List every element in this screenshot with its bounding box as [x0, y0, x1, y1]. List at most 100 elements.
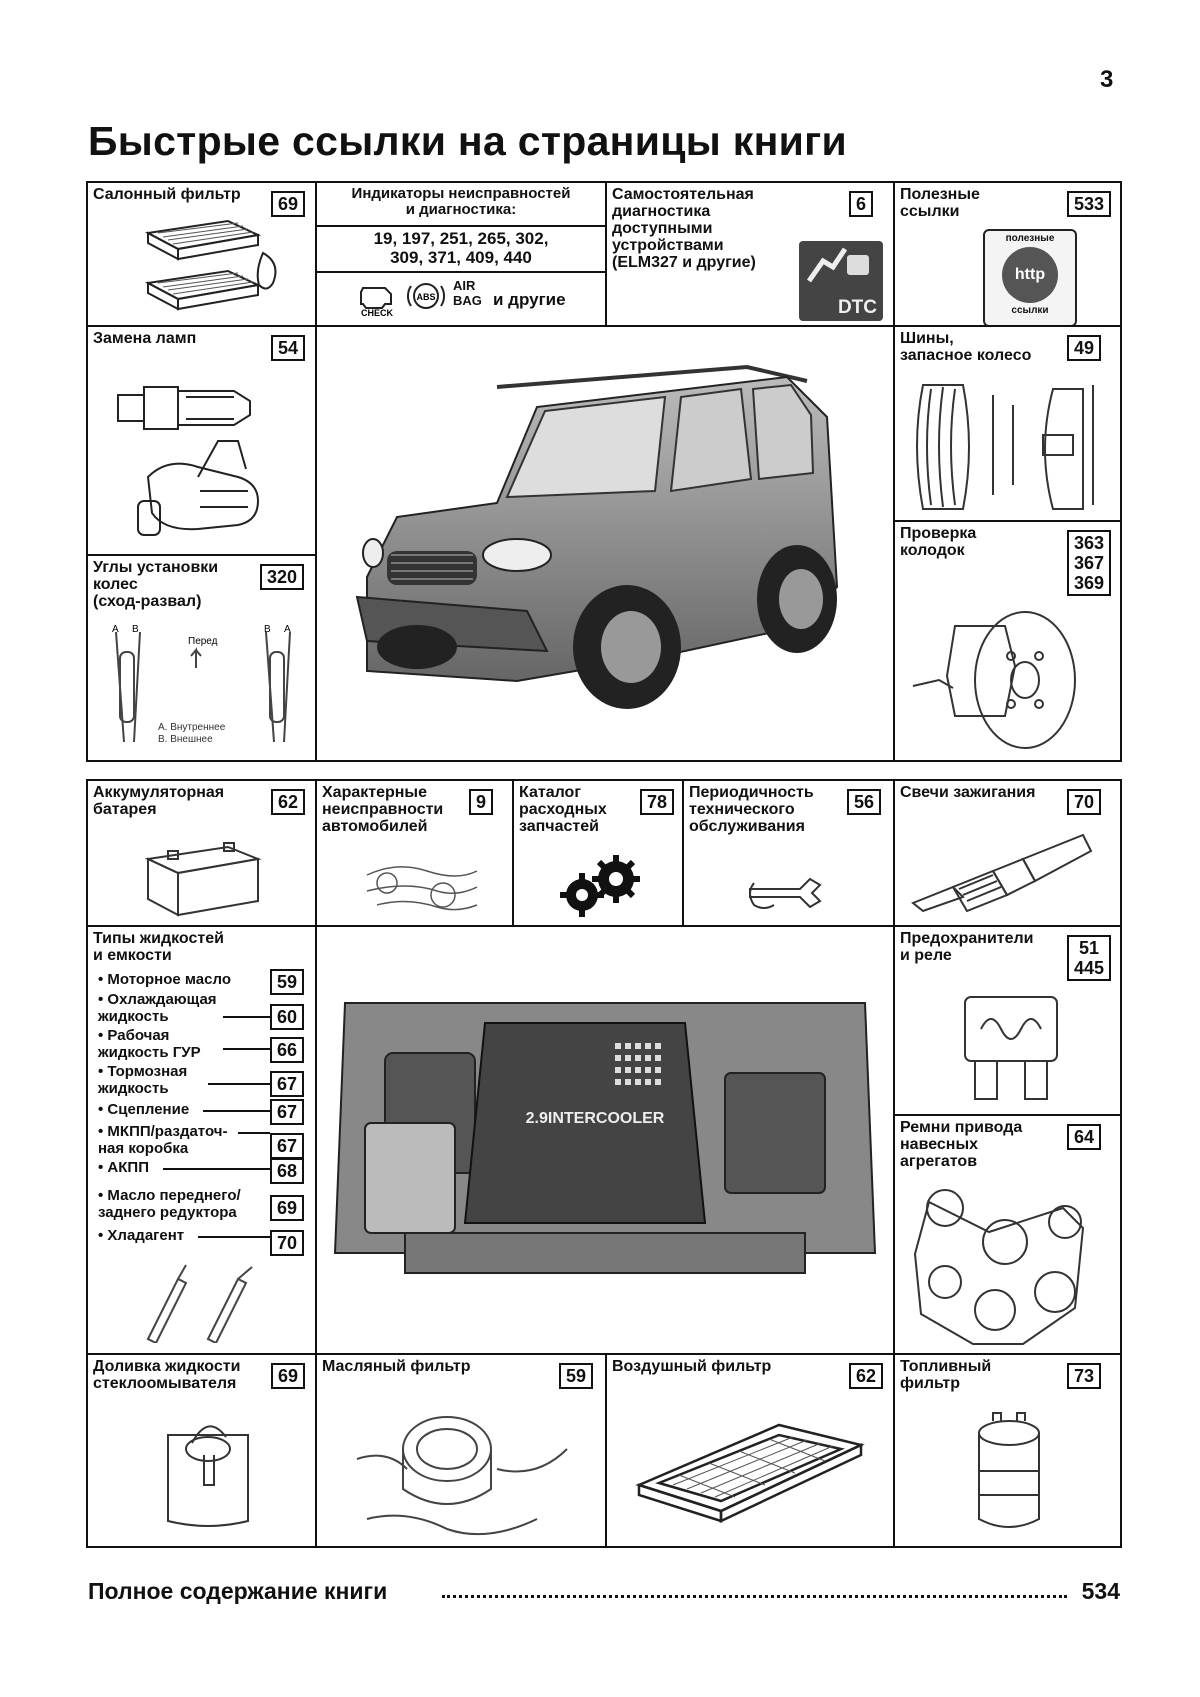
- alignment-front-label: Перед: [188, 636, 218, 647]
- oil-filter-page[interactable]: 59: [559, 1363, 594, 1389]
- oil-filter-label: Масляный фильтр: [322, 1358, 471, 1375]
- engine-sketch-icon: [366, 866, 478, 911]
- washer-reservoir-icon: [167, 1425, 249, 1527]
- battery-page[interactable]: 62: [271, 789, 306, 815]
- fuel-filter-cell[interactable]: Топливный фильтр 73: [895, 1355, 1122, 1548]
- fluid-page-manual-gearbox[interactable]: 67: [270, 1133, 305, 1159]
- belts-cell[interactable]: Ремни привода навесных агрегатов 64: [895, 1116, 1122, 1355]
- washer-fluid-cell[interactable]: Доливка жидкости стеклоомывателя 69: [88, 1355, 317, 1548]
- fluid-line-automatic-gearbox: [163, 1168, 270, 1170]
- tires-cell[interactable]: Шины, запасное колесо 49: [895, 327, 1122, 522]
- useful-links-label: Полезные ссылки: [900, 186, 980, 220]
- cabin-filter-page[interactable]: 69: [271, 191, 306, 217]
- fuel-filter-page[interactable]: 73: [1067, 1363, 1102, 1389]
- fluid-page-power-steering[interactable]: 66: [270, 1037, 305, 1063]
- spark-plugs-cell[interactable]: Свечи зажигания 70: [895, 781, 1122, 927]
- abs-text: ABS: [416, 292, 435, 302]
- fluid-page-clutch[interactable]: 67: [270, 1099, 305, 1125]
- brake-pads-cell[interactable]: Проверка колодок 363 367 369: [895, 522, 1122, 762]
- fluid-page-brake-fluid[interactable]: 67: [270, 1071, 305, 1097]
- useful-links-page[interactable]: 533: [1067, 191, 1112, 217]
- fault-indicators-label: Индикаторы неисправностей и диагностика:: [351, 185, 571, 218]
- belts-page[interactable]: 64: [1067, 1124, 1102, 1150]
- fluid-page-differential-oil[interactable]: 69: [270, 1195, 305, 1221]
- fluid-item-differential-oil: • Масло переднего/ заднего редуктора: [98, 1187, 241, 1221]
- maintenance-page[interactable]: 56: [847, 789, 882, 815]
- maintenance-cell[interactable]: Периодичность технического обслуживания …: [684, 781, 895, 927]
- alignment-letter-b-right: B: [264, 624, 271, 635]
- air-filter-cell[interactable]: Воздушный фильтр 62: [607, 1355, 895, 1548]
- badge-top-text: полезные: [1005, 233, 1055, 244]
- engine-cover-text: 2.9INTERCOOLER: [526, 1110, 665, 1127]
- fuel-filter-label: Топливный фильтр: [900, 1358, 992, 1392]
- cabin-filter-label: Салонный фильтр: [93, 186, 241, 203]
- check-engine-icon: CHECK: [360, 287, 394, 318]
- parts-catalog-label: Каталог расходных запчастей: [519, 784, 607, 835]
- oil-filter-cell[interactable]: Масляный фильтр 59: [317, 1355, 607, 1548]
- fluids-label: Типы жидкостей и емкости: [93, 930, 224, 964]
- self-diagnosis-label: Самостоятельная диагностика доступными у…: [612, 186, 756, 271]
- self-diagnosis-cell[interactable]: Самостоятельная диагностика доступными у…: [607, 183, 895, 327]
- footer-page[interactable]: 534: [1081, 1578, 1120, 1604]
- fluid-page-coolant[interactable]: 60: [270, 1004, 305, 1030]
- lamp-replacement-page[interactable]: 54: [271, 335, 306, 361]
- fluid-item-engine-oil: • Моторное масло: [98, 971, 231, 988]
- air-filter-label: Воздушный фильтр: [612, 1358, 772, 1375]
- fuses-cell[interactable]: Предохранители и реле 51 445: [895, 927, 1122, 1116]
- fluid-item-brake-fluid: • Тормозная жидкость: [98, 1063, 188, 1097]
- check-text: CHECK: [361, 308, 394, 318]
- alignment-legend: А. Внутреннее В. Внешнее: [158, 722, 226, 745]
- wrench-hand-icon: [749, 877, 822, 909]
- lamp-replacement-cell[interactable]: Замена ламп 54: [88, 327, 317, 556]
- fluid-page-engine-oil[interactable]: 59: [270, 969, 305, 995]
- cabin-filter-icon: [144, 219, 277, 311]
- fuel-filter-icon: [978, 1412, 1040, 1528]
- tires-label: Шины, запасное колесо: [900, 330, 1032, 364]
- fluid-item-coolant: • Охлаждающая жидкость: [98, 991, 217, 1025]
- fluid-line-clutch: [203, 1110, 270, 1112]
- badge-mid-text: http: [1014, 266, 1046, 283]
- typical-faults-page[interactable]: 9: [469, 789, 494, 815]
- fluids-cell[interactable]: Типы жидкостей и емкости • Моторное масл…: [88, 927, 317, 1355]
- fluid-tools-icon: [146, 1264, 253, 1343]
- fluid-line-power-steering: [223, 1048, 270, 1050]
- fault-indicators-divider-1: [317, 225, 605, 227]
- air-filter-page[interactable]: 62: [849, 1363, 884, 1389]
- suv-image: [355, 364, 839, 709]
- footer-label: Полное содержание книги: [88, 1578, 388, 1604]
- parts-catalog-cell[interactable]: Каталог расходных запчастей 78: [514, 781, 684, 927]
- bottom-grid: Аккумуляторная батарея 62 Характерные не…: [86, 779, 1122, 1548]
- wheel-alignment-cell[interactable]: Углы установки колес (сход-развал) 320 A…: [88, 556, 317, 762]
- cabin-filter-cell[interactable]: Салонный фильтр 69: [88, 183, 317, 327]
- fluid-page-automatic-gearbox[interactable]: 68: [270, 1158, 305, 1184]
- page-number: 3: [1100, 66, 1114, 93]
- washer-fluid-page[interactable]: 69: [271, 1363, 306, 1389]
- fluid-item-refrigerant: • Хладагент: [98, 1227, 185, 1244]
- parts-catalog-page[interactable]: 78: [640, 789, 675, 815]
- fault-indicators-cell[interactable]: Индикаторы неисправностей и диагностика:…: [317, 183, 607, 327]
- brake-pads-pages[interactable]: 363 367 369: [1067, 530, 1112, 596]
- wheel-alignment-page[interactable]: 320: [260, 564, 305, 590]
- spark-plug-icon: [911, 833, 1093, 913]
- spark-plugs-page[interactable]: 70: [1067, 789, 1102, 815]
- car-photo-cell: [317, 327, 895, 762]
- fault-indicators-pages[interactable]: 19, 197, 251, 265, 302, 309, 371, 409, 4…: [373, 229, 549, 267]
- dtc-text: DTC: [837, 297, 877, 318]
- top-grid: Салонный фильтр 69 Индикаторы неисправно…: [86, 181, 1122, 762]
- badge-bottom-text: ссылки: [1011, 305, 1049, 316]
- fuses-label: Предохранители и реле: [900, 930, 1034, 964]
- typical-faults-cell[interactable]: Характерные неисправности автомобилей 9: [317, 781, 514, 927]
- washer-fluid-label: Доливка жидкости стеклоомывателя: [93, 1358, 241, 1392]
- self-diagnosis-page[interactable]: 6: [849, 191, 874, 217]
- fluid-line-manual-gearbox: [238, 1132, 270, 1134]
- footer-contents-link[interactable]: Полное содержание книги 534: [88, 1578, 1120, 1605]
- fluid-line-brake-fluid: [208, 1083, 270, 1085]
- alignment-letter-a-right: A: [284, 624, 291, 635]
- footer-dots: [442, 1595, 1067, 1598]
- tires-page[interactable]: 49: [1067, 335, 1102, 361]
- fluid-page-refrigerant[interactable]: 70: [270, 1230, 305, 1256]
- fuses-pages[interactable]: 51 445: [1067, 935, 1112, 981]
- battery-cell[interactable]: Аккумуляторная батарея 62: [88, 781, 317, 927]
- abs-icon: ABS: [406, 283, 446, 309]
- useful-links-cell[interactable]: Полезные ссылки 533 полезные http ссылки: [895, 183, 1122, 327]
